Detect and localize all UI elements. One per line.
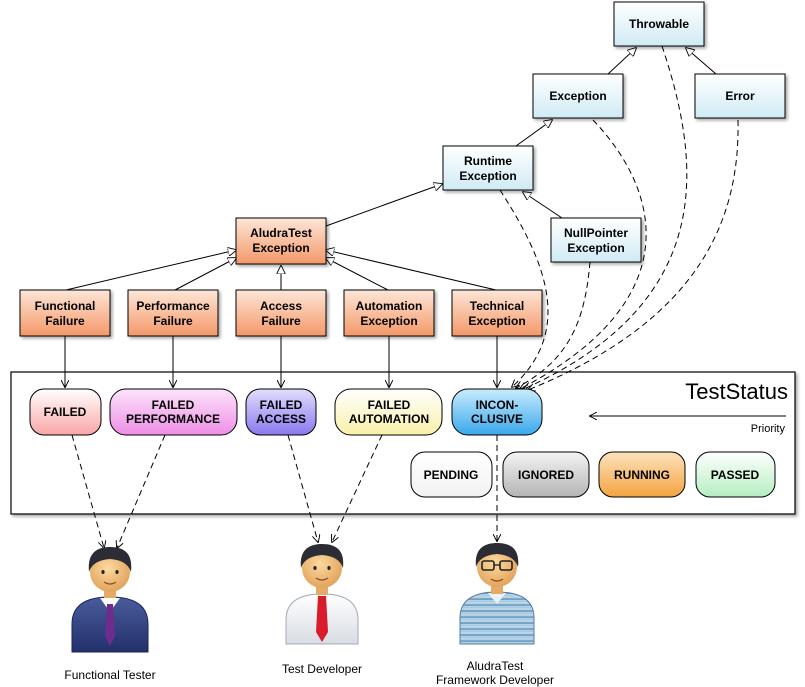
status-failed-automation: FAILED AUTOMATION xyxy=(334,388,443,436)
status-ignored: IGNORED xyxy=(502,451,590,498)
status-failed-access-line-1: FAILED xyxy=(260,398,303,412)
status-inconclusive: INCON- CLUSIVE xyxy=(451,388,543,436)
node-error: Error xyxy=(694,73,786,119)
inheritance-arrows xyxy=(65,48,717,291)
node-aludratest-line-2: Exception xyxy=(252,241,309,255)
arrow-performance-to-aludratest xyxy=(174,258,236,291)
node-exception-label: Exception xyxy=(549,89,606,103)
node-performance-failure: Performance Failure xyxy=(127,289,219,337)
node-throwable-label: Throwable xyxy=(629,17,689,31)
status-pending: PENDING xyxy=(410,451,493,498)
functional-tester-label: Functional Tester xyxy=(64,668,155,682)
arrow-nullpointer-to-runtime xyxy=(523,192,563,219)
node-automation-line-1: Automation xyxy=(356,299,423,313)
arrow-error-to-throwable xyxy=(686,48,717,75)
status-failed-label: FAILED xyxy=(44,405,87,419)
status-failed-performance-line-1: FAILED xyxy=(152,398,195,412)
dashed-runtime-to-inconclusive xyxy=(499,189,549,387)
status-ignored-label: IGNORED xyxy=(518,468,574,482)
mapping-arrows xyxy=(65,336,497,387)
node-access-failure: Access Failure xyxy=(235,289,327,337)
framework-developer-label-line-2: Framework Developer xyxy=(436,673,554,687)
arrow-aludratest-to-runtime xyxy=(325,184,442,227)
node-functional-failure: Functional Failure xyxy=(19,289,111,337)
functional-tester-icon xyxy=(71,547,149,653)
test-developer-icon xyxy=(285,544,359,645)
node-functional-line-1: Functional xyxy=(35,299,96,313)
node-performance-line-1: Performance xyxy=(136,299,210,313)
dashed-error-to-inconclusive xyxy=(528,119,739,390)
status-failed-automation-line-2: AUTOMATION xyxy=(349,412,429,426)
node-runtime-line-2: Exception xyxy=(459,169,516,183)
node-access-line-1: Access xyxy=(260,299,302,313)
node-error-label: Error xyxy=(725,89,755,103)
node-nullpointer-exception: NullPointer Exception xyxy=(550,217,642,263)
status-running: RUNNING xyxy=(598,451,686,498)
node-nullpointer-line-1: NullPointer xyxy=(564,226,628,240)
node-access-line-2: Failure xyxy=(261,314,301,328)
dashed-throwable-to-inconclusive xyxy=(524,45,688,389)
status-failed-automation-line-1: FAILED xyxy=(368,398,411,412)
status-pending-label: PENDING xyxy=(424,468,479,482)
dashed-failed-performance-to-functional-tester xyxy=(117,434,166,548)
status-failed: FAILED xyxy=(29,388,102,436)
dashed-failed-access-to-test-developer xyxy=(287,434,318,542)
node-exception: Exception xyxy=(532,73,624,119)
node-nullpointer-line-2: Exception xyxy=(567,241,624,255)
status-failed-access: FAILED ACCESS xyxy=(245,388,317,436)
status-failed-access-line-2: ACCESS xyxy=(256,412,306,426)
arrow-automation-to-aludratest xyxy=(326,258,389,291)
node-runtime-line-1: Runtime xyxy=(464,154,512,168)
test-developer-label: Test Developer xyxy=(282,662,362,676)
node-runtime-exception: Runtime Exception xyxy=(442,145,534,191)
dashed-exception-to-inconclusive xyxy=(520,119,647,389)
arrow-functional-to-aludratest xyxy=(65,250,236,291)
node-aludratest-exception: AludraTest Exception xyxy=(235,217,327,265)
framework-developer-label-line-1: AludraTest xyxy=(467,659,524,673)
teststatus-title: TestStatus xyxy=(685,379,788,404)
node-automation-exception: Automation Exception xyxy=(343,289,435,337)
status-inconclusive-line-2: CLUSIVE xyxy=(471,412,523,426)
status-inconclusive-line-1: INCON- xyxy=(476,398,519,412)
arrow-technical-to-aludratest xyxy=(326,250,497,291)
node-technical-line-2: Exception xyxy=(468,314,525,328)
node-aludratest-line-1: AludraTest xyxy=(250,226,312,240)
priority-label: Priority xyxy=(751,423,786,435)
status-failed-performance-line-2: PERFORMANCE xyxy=(126,412,220,426)
dashed-to-inconclusive xyxy=(499,45,739,390)
arrow-exception-to-throwable xyxy=(607,48,636,75)
status-passed-label: PASSED xyxy=(711,468,760,482)
node-technical-exception: Technical Exception xyxy=(451,289,543,337)
node-automation-line-2: Exception xyxy=(360,314,417,328)
dashed-to-people xyxy=(71,434,497,548)
node-functional-line-2: Failure xyxy=(45,314,85,328)
status-passed: PASSED xyxy=(695,451,776,498)
status-failed-performance: FAILED PERFORMANCE xyxy=(109,388,238,436)
dashed-nullpointer-to-inconclusive xyxy=(516,261,591,388)
arrow-runtime-to-exception xyxy=(515,120,552,147)
node-technical-line-1: Technical xyxy=(470,299,524,313)
status-running-label: RUNNING xyxy=(614,468,670,482)
node-performance-line-2: Failure xyxy=(153,314,193,328)
framework-developer-icon xyxy=(459,543,535,645)
node-throwable: Throwable xyxy=(613,1,705,47)
